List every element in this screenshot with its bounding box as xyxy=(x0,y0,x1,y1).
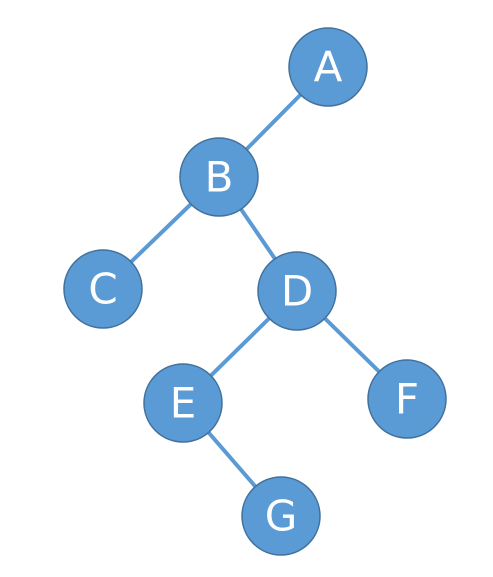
node-label-e: E xyxy=(170,379,197,428)
node-circle-g xyxy=(241,476,321,556)
node-c: C xyxy=(63,249,143,329)
node-circle-c xyxy=(63,249,143,329)
node-a: A xyxy=(288,27,368,107)
node-f: F xyxy=(367,359,447,439)
node-e: E xyxy=(143,363,223,443)
node-label-g: G xyxy=(265,492,298,541)
node-circle-e xyxy=(143,363,223,443)
node-d: D xyxy=(257,251,337,331)
node-b: B xyxy=(179,137,259,217)
node-circle-f xyxy=(367,359,447,439)
node-label-b: B xyxy=(205,153,234,202)
tree-edges xyxy=(101,65,409,518)
node-circle-b xyxy=(179,137,259,217)
node-circle-a xyxy=(288,27,368,107)
node-label-d: D xyxy=(281,267,313,316)
tree-nodes: A B C D E F G xyxy=(63,27,447,556)
node-g: G xyxy=(241,476,321,556)
node-label-f: F xyxy=(395,375,419,424)
node-label-c: C xyxy=(88,265,117,314)
node-circle-d xyxy=(257,251,337,331)
node-label-a: A xyxy=(314,43,343,92)
